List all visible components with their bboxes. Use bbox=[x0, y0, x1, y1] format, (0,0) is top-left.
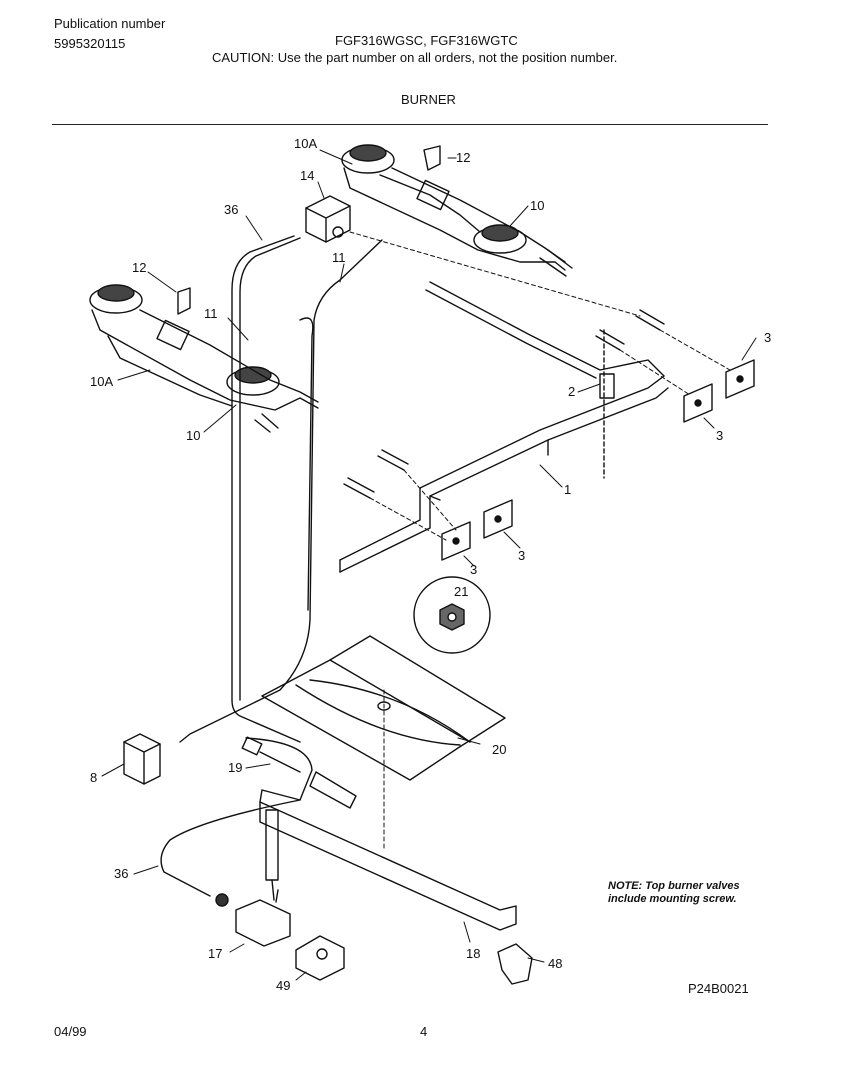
nut-21-inset bbox=[413, 576, 491, 654]
igniter-19 bbox=[241, 736, 357, 809]
note-line-1: NOTE: Top burner valves bbox=[608, 880, 740, 892]
callout-label: 11 bbox=[332, 250, 346, 265]
oven-burner-20 bbox=[261, 635, 506, 781]
publication-number: 5995320115 bbox=[54, 36, 126, 51]
section-title: BURNER bbox=[401, 92, 456, 107]
callout-label: 1 bbox=[564, 482, 571, 497]
valve-14 bbox=[305, 195, 351, 243]
orifice-fittings bbox=[343, 309, 665, 499]
bracket-2 bbox=[599, 373, 615, 399]
note-block: NOTE: Top burner valves include mounting… bbox=[608, 880, 740, 906]
model-numbers: FGF316WGSC, FGF316WGTC bbox=[335, 33, 518, 48]
callout-label: 14 bbox=[300, 168, 314, 183]
callout-label: 18 bbox=[466, 946, 480, 961]
part-8 bbox=[123, 733, 161, 785]
callout-label: 3 bbox=[470, 562, 477, 577]
callout-label: 17 bbox=[208, 946, 222, 961]
callout-label: 10A bbox=[294, 136, 317, 151]
callout-label: 12 bbox=[132, 260, 146, 275]
tube-36-upper bbox=[231, 235, 301, 743]
manifold-1 bbox=[339, 281, 669, 573]
callout-label: 19 bbox=[228, 760, 242, 775]
note-line-2: include mounting screw. bbox=[608, 893, 737, 905]
clip-12-left bbox=[177, 287, 191, 315]
thermostat-17 bbox=[215, 889, 291, 947]
callout-label: 11 bbox=[204, 306, 218, 321]
callout-label: 10 bbox=[530, 198, 544, 213]
callout-label: 3 bbox=[518, 548, 525, 563]
clip-48 bbox=[497, 943, 533, 985]
callout-label: 3 bbox=[716, 428, 723, 443]
callout-label: 49 bbox=[276, 978, 290, 993]
retainer-plates-3 bbox=[441, 359, 755, 561]
callout-label: 10 bbox=[186, 428, 200, 443]
pilot-body bbox=[265, 809, 279, 881]
callout-label: 48 bbox=[548, 956, 562, 971]
bracket-49 bbox=[295, 935, 345, 981]
tube-36-lower bbox=[160, 737, 313, 897]
header-divider bbox=[52, 124, 768, 125]
callout-label: 36 bbox=[224, 202, 238, 217]
callout-label: 21 bbox=[454, 584, 468, 599]
callout-label: 10A bbox=[90, 374, 113, 389]
publication-label: Publication number bbox=[54, 16, 166, 31]
callout-label: 12 bbox=[456, 150, 470, 165]
page-number: 4 bbox=[420, 1024, 427, 1039]
callout-label: 3 bbox=[764, 330, 771, 345]
clip-12-right bbox=[423, 145, 441, 171]
left-burner-assembly bbox=[89, 284, 319, 433]
callout-label: 20 bbox=[492, 742, 506, 757]
callout-labels: 10A 12 14 10 36 11 12 11 10A 10 3 2 3 1 … bbox=[90, 136, 771, 993]
callout-label: 2 bbox=[568, 384, 575, 399]
caution-text: CAUTION: Use the part number on all orde… bbox=[212, 50, 618, 65]
bracket-18 bbox=[259, 789, 517, 931]
right-burner-assembly bbox=[341, 144, 573, 277]
footer-date: 04/99 bbox=[54, 1024, 87, 1039]
callout-label: 8 bbox=[90, 770, 97, 785]
diagram-code: P24B0021 bbox=[688, 981, 749, 996]
callout-label: 36 bbox=[114, 866, 128, 881]
